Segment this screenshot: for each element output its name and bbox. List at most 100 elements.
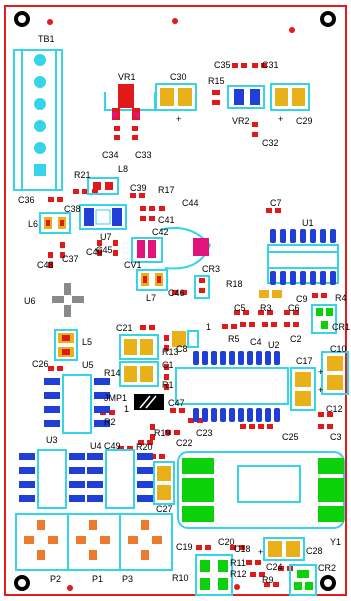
ref-u6: U6 bbox=[24, 296, 36, 306]
pin-one-mark: 1 bbox=[124, 404, 129, 414]
ref-r18: R18 bbox=[226, 279, 243, 289]
ref-cr2: CR2 bbox=[318, 563, 336, 573]
polarity-plus-mark: + bbox=[278, 114, 283, 124]
chip-u7[interactable] bbox=[79, 204, 127, 230]
ref-c34: C34 bbox=[102, 150, 119, 160]
ref-y1: Y1 bbox=[330, 537, 341, 547]
trimmer-cv1[interactable] bbox=[131, 226, 212, 270]
terminal-block-tb1[interactable] bbox=[13, 49, 63, 191]
ref-c27: C27 bbox=[156, 504, 173, 514]
ref-c29: C29 bbox=[296, 116, 313, 126]
pin-one-marks: 11 bbox=[124, 322, 211, 414]
ref-p1: P1 bbox=[92, 574, 103, 584]
ref-l7: L7 bbox=[146, 293, 156, 303]
ref-c42: C42 bbox=[152, 227, 169, 237]
ref-cv1: CV1 bbox=[124, 260, 142, 270]
inductor-l5[interactable] bbox=[54, 329, 78, 361]
resistor-r10[interactable] bbox=[195, 554, 233, 596]
ref-r20: R20 bbox=[136, 442, 153, 452]
ref-c38: C38 bbox=[64, 204, 81, 214]
chip-u6[interactable] bbox=[52, 283, 84, 317]
ref-c19: C19 bbox=[176, 542, 193, 552]
ref-r1: R1 bbox=[162, 380, 174, 390]
ref-tb1: TB1 bbox=[38, 34, 55, 44]
chip-u3[interactable] bbox=[19, 449, 85, 509]
ref-r19: R19 bbox=[154, 428, 171, 438]
fiducial bbox=[67, 585, 73, 591]
ref-c49: C49 bbox=[104, 441, 121, 451]
capacitor-c8[interactable] bbox=[172, 330, 199, 348]
inductor-l6[interactable] bbox=[39, 212, 71, 234]
ref-c46: C46 bbox=[168, 288, 185, 298]
capacitor-c21[interactable] bbox=[119, 334, 159, 360]
ref-r17: R17 bbox=[158, 185, 175, 195]
chip-u2[interactable] bbox=[175, 351, 289, 422]
resistor-r18[interactable] bbox=[194, 275, 210, 299]
resistor-r14[interactable] bbox=[119, 361, 159, 387]
ref-c2: C2 bbox=[290, 334, 302, 344]
ref-c17: C17 bbox=[296, 356, 313, 366]
connector-p3[interactable] bbox=[119, 513, 173, 571]
ref-c45: C45 bbox=[96, 245, 113, 255]
ref-c20: C20 bbox=[218, 537, 235, 547]
capacitor-c29[interactable] bbox=[270, 83, 310, 111]
ref-r5: R5 bbox=[228, 334, 240, 344]
ref-c4: C4 bbox=[250, 337, 262, 347]
ref-c6: C6 bbox=[288, 303, 300, 313]
ref-p3: P3 bbox=[122, 574, 133, 584]
ref-u3: U3 bbox=[46, 435, 58, 445]
crystal-y1[interactable] bbox=[177, 451, 345, 529]
ref-l6: L6 bbox=[28, 219, 38, 229]
capacitor-c28[interactable] bbox=[263, 537, 305, 561]
passive-pads bbox=[48, 63, 333, 587]
ref-r2: R2 bbox=[104, 417, 116, 427]
ref-u1: U1 bbox=[302, 218, 314, 228]
inductor-l7[interactable] bbox=[136, 269, 168, 291]
ref-c8: C8 bbox=[176, 344, 188, 354]
ref-c10: C10 bbox=[330, 344, 347, 354]
ref-r10: R10 bbox=[172, 573, 189, 583]
regulator-vr1[interactable] bbox=[104, 84, 156, 120]
diode-cr1[interactable] bbox=[311, 304, 337, 334]
vr1-caps bbox=[114, 126, 138, 140]
ref-r11: R11 bbox=[230, 558, 246, 568]
ref-c24: C24 bbox=[266, 562, 283, 572]
ref-u4: U4 bbox=[90, 441, 102, 451]
capacitor-c27[interactable] bbox=[153, 461, 175, 505]
jumper-jmp1[interactable] bbox=[134, 394, 164, 410]
ref-c33: C33 bbox=[135, 150, 152, 160]
ref-c12: C12 bbox=[326, 404, 343, 414]
chip-u5[interactable] bbox=[44, 374, 110, 434]
ref-c32: C32 bbox=[262, 138, 279, 148]
diode-cr2[interactable] bbox=[289, 564, 317, 596]
polarity-plus-mark: + bbox=[258, 547, 263, 557]
fiducial bbox=[47, 19, 53, 25]
ref-c39: C39 bbox=[130, 183, 147, 193]
ref-c48: C48 bbox=[37, 260, 54, 270]
ref-l5: L5 bbox=[82, 337, 92, 347]
ref-c7: C7 bbox=[270, 198, 282, 208]
ref-r15: R15 bbox=[208, 76, 225, 86]
regulator-vr2[interactable] bbox=[227, 85, 265, 109]
ref-vr2: VR2 bbox=[232, 116, 250, 126]
chip-u4[interactable] bbox=[87, 449, 153, 509]
ref-c28: C28 bbox=[306, 546, 323, 556]
capacitor-c9[interactable] bbox=[259, 290, 282, 298]
capacitor-c17[interactable] bbox=[290, 367, 316, 411]
connector-p1[interactable] bbox=[67, 513, 121, 571]
chip-u1[interactable] bbox=[267, 229, 339, 285]
ref-c41: C41 bbox=[158, 215, 175, 225]
ref-c9: C9 bbox=[296, 294, 308, 304]
capacitor-c10[interactable] bbox=[321, 351, 349, 395]
ref-c18: C18 bbox=[234, 544, 251, 554]
capacitor-c30[interactable] bbox=[155, 83, 197, 111]
ref-cr3: CR3 bbox=[202, 264, 220, 274]
inductor-l8[interactable] bbox=[87, 177, 119, 195]
fiducials bbox=[47, 18, 295, 591]
ref-c30: C30 bbox=[170, 72, 187, 82]
board-outline bbox=[4, 5, 347, 596]
connector-p2[interactable] bbox=[15, 513, 69, 571]
fiducial bbox=[234, 584, 240, 590]
